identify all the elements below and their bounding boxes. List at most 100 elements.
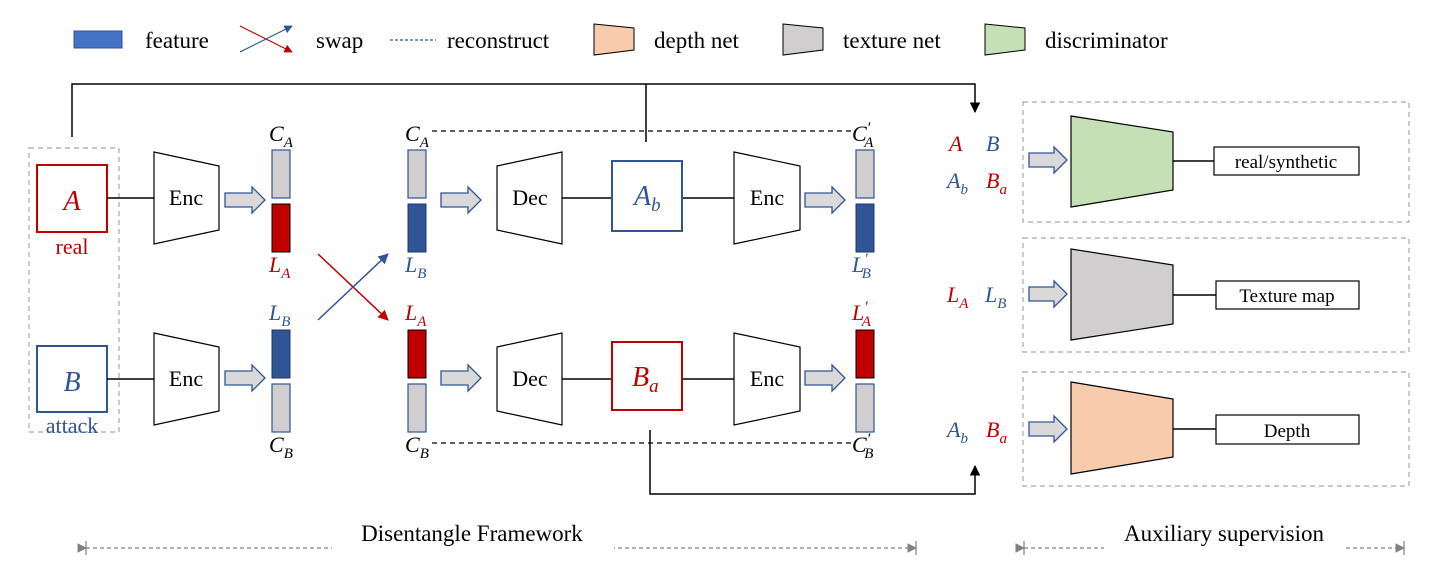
encoder2-top-shape [733, 151, 801, 245]
aux-texture-lb: LB [984, 282, 1006, 312]
label-lb-col1: LB [268, 300, 290, 330]
synth-ba: Ba [611, 341, 683, 411]
synth-ab: Ab [611, 160, 683, 232]
label-cb-col1: CB [269, 432, 293, 462]
legend-depth-net-swatch [593, 23, 635, 56]
footer-right-label-bg [1104, 526, 1344, 562]
feature-la-prime [855, 329, 875, 379]
discriminator-net [1070, 115, 1174, 208]
label-lb-col2: LB [404, 252, 426, 282]
feature-cb-prime [855, 383, 875, 433]
aux-texture-frame [1022, 237, 1410, 353]
swap-arrow-blue [317, 253, 389, 321]
feature-ca [271, 149, 291, 199]
label-la-col2: LA [404, 300, 427, 330]
legend: feature swap reconstruct depth net textu… [73, 23, 1168, 56]
label-la-prime: L′A [851, 299, 872, 330]
label-lb-prime: L′B [851, 251, 871, 282]
footer-right-label: Auxiliary supervision [1124, 521, 1324, 546]
encoder-a-label: Enc [169, 185, 203, 210]
feature-la-swapped [407, 329, 427, 379]
label-la-col1: LA [268, 252, 291, 282]
block-arrow-enc-b [224, 363, 266, 393]
discriminator-output-box [1213, 146, 1360, 176]
encoder-b-label: Enc [169, 366, 203, 391]
decoder-top: Dec [496, 151, 563, 245]
decoder-top-shape [496, 151, 563, 245]
feature-lb [271, 329, 291, 379]
input-b: B attack [36, 345, 108, 438]
feature-cb [271, 383, 291, 433]
block-arrow-aux-depth [1028, 414, 1068, 444]
features-col2: CA LB LA CB [404, 121, 430, 462]
input-a-symbol: A [61, 186, 81, 217]
aux-disc-b: B [986, 131, 999, 156]
aux-depth-ab: Ab [945, 417, 968, 447]
encoder2-bottom-shape [733, 332, 801, 426]
encoder2-bottom-label: Enc [750, 366, 784, 391]
top-feed-line [71, 83, 981, 137]
aux-disc-a: A [947, 131, 963, 156]
legend-texture-net-label: texture net [843, 28, 941, 53]
aux-depth-frame [1022, 371, 1410, 487]
legend-reconstruct-label: reconstruct [447, 28, 550, 53]
connector-lines [71, 83, 981, 495]
feature-ca-prime [855, 149, 875, 199]
encoder-b: Enc [153, 332, 220, 426]
feature-lb-swapped [407, 203, 427, 253]
label-ca-col2: CA [405, 121, 430, 151]
aux-texture-panel: Texture map [1022, 237, 1410, 353]
synth-ab-box [611, 160, 683, 232]
encoder-b-shape [153, 332, 220, 426]
block-arrow-dec-bottom [440, 363, 482, 393]
aux-texture-la: LA [946, 282, 969, 312]
aux-disc-ab: Ab [945, 168, 968, 198]
feature-lb-prime [855, 203, 875, 253]
bottom-feed-line [649, 430, 981, 495]
decoder-bottom-shape [496, 332, 563, 426]
aux-discriminator-panel: real/synthetic [1022, 101, 1410, 223]
encoder2-top: Enc [733, 151, 801, 245]
feature-ca-swapped [407, 149, 427, 199]
label-cb-prime: C′B [852, 431, 873, 462]
input-a-box [36, 164, 108, 233]
input-a: A real [36, 164, 108, 259]
texture-net [1070, 248, 1174, 341]
legend-depth-net-label: depth net [654, 28, 740, 53]
synth-ba-label: Ba [632, 362, 659, 397]
aux-discriminator-frame [1022, 101, 1410, 223]
block-arrow-dec-top [440, 185, 482, 215]
decoder-bottom: Dec [496, 332, 563, 426]
texture-output-label: Texture map [1239, 286, 1334, 307]
block-arrow-aux-disc [1028, 145, 1068, 175]
footer: Disentangle Framework Auxiliary supervis… [77, 521, 1405, 562]
synth-ba-box [611, 341, 683, 411]
aux-depth-ba: Ba [986, 417, 1007, 447]
legend-feature-label: feature [145, 28, 209, 53]
depth-output-box [1215, 414, 1360, 445]
feature-la [271, 203, 291, 253]
block-arrows [224, 145, 1068, 444]
depth-net [1070, 381, 1174, 475]
input-b-caption: attack [46, 413, 99, 438]
block-arrow-aux-texture [1028, 279, 1068, 309]
texture-output-box [1215, 280, 1360, 310]
decoder-top-label: Dec [512, 185, 548, 210]
aux-disc-ba: Ba [986, 168, 1007, 198]
features-col3: C′A L′B L′A C′B [851, 120, 875, 462]
block-arrow-enc2-top [804, 185, 846, 215]
legend-swap-label: swap [316, 28, 363, 53]
legend-feature-swatch [73, 30, 123, 49]
encoder2-top-label: Enc [750, 185, 784, 210]
encoder-a-shape [153, 151, 220, 245]
footer-left-label-bg [332, 526, 614, 562]
inputs-dashed-group [28, 147, 120, 433]
encoder-a: Enc [153, 151, 220, 245]
synth-ab-label: Ab [632, 181, 661, 216]
block-arrow-enc-a [224, 185, 266, 215]
legend-swap-blue-line [239, 25, 293, 53]
label-ca-col1: CA [269, 121, 294, 151]
feature-cb-swapped [407, 383, 427, 433]
label-ca-prime: C′A [852, 120, 874, 151]
